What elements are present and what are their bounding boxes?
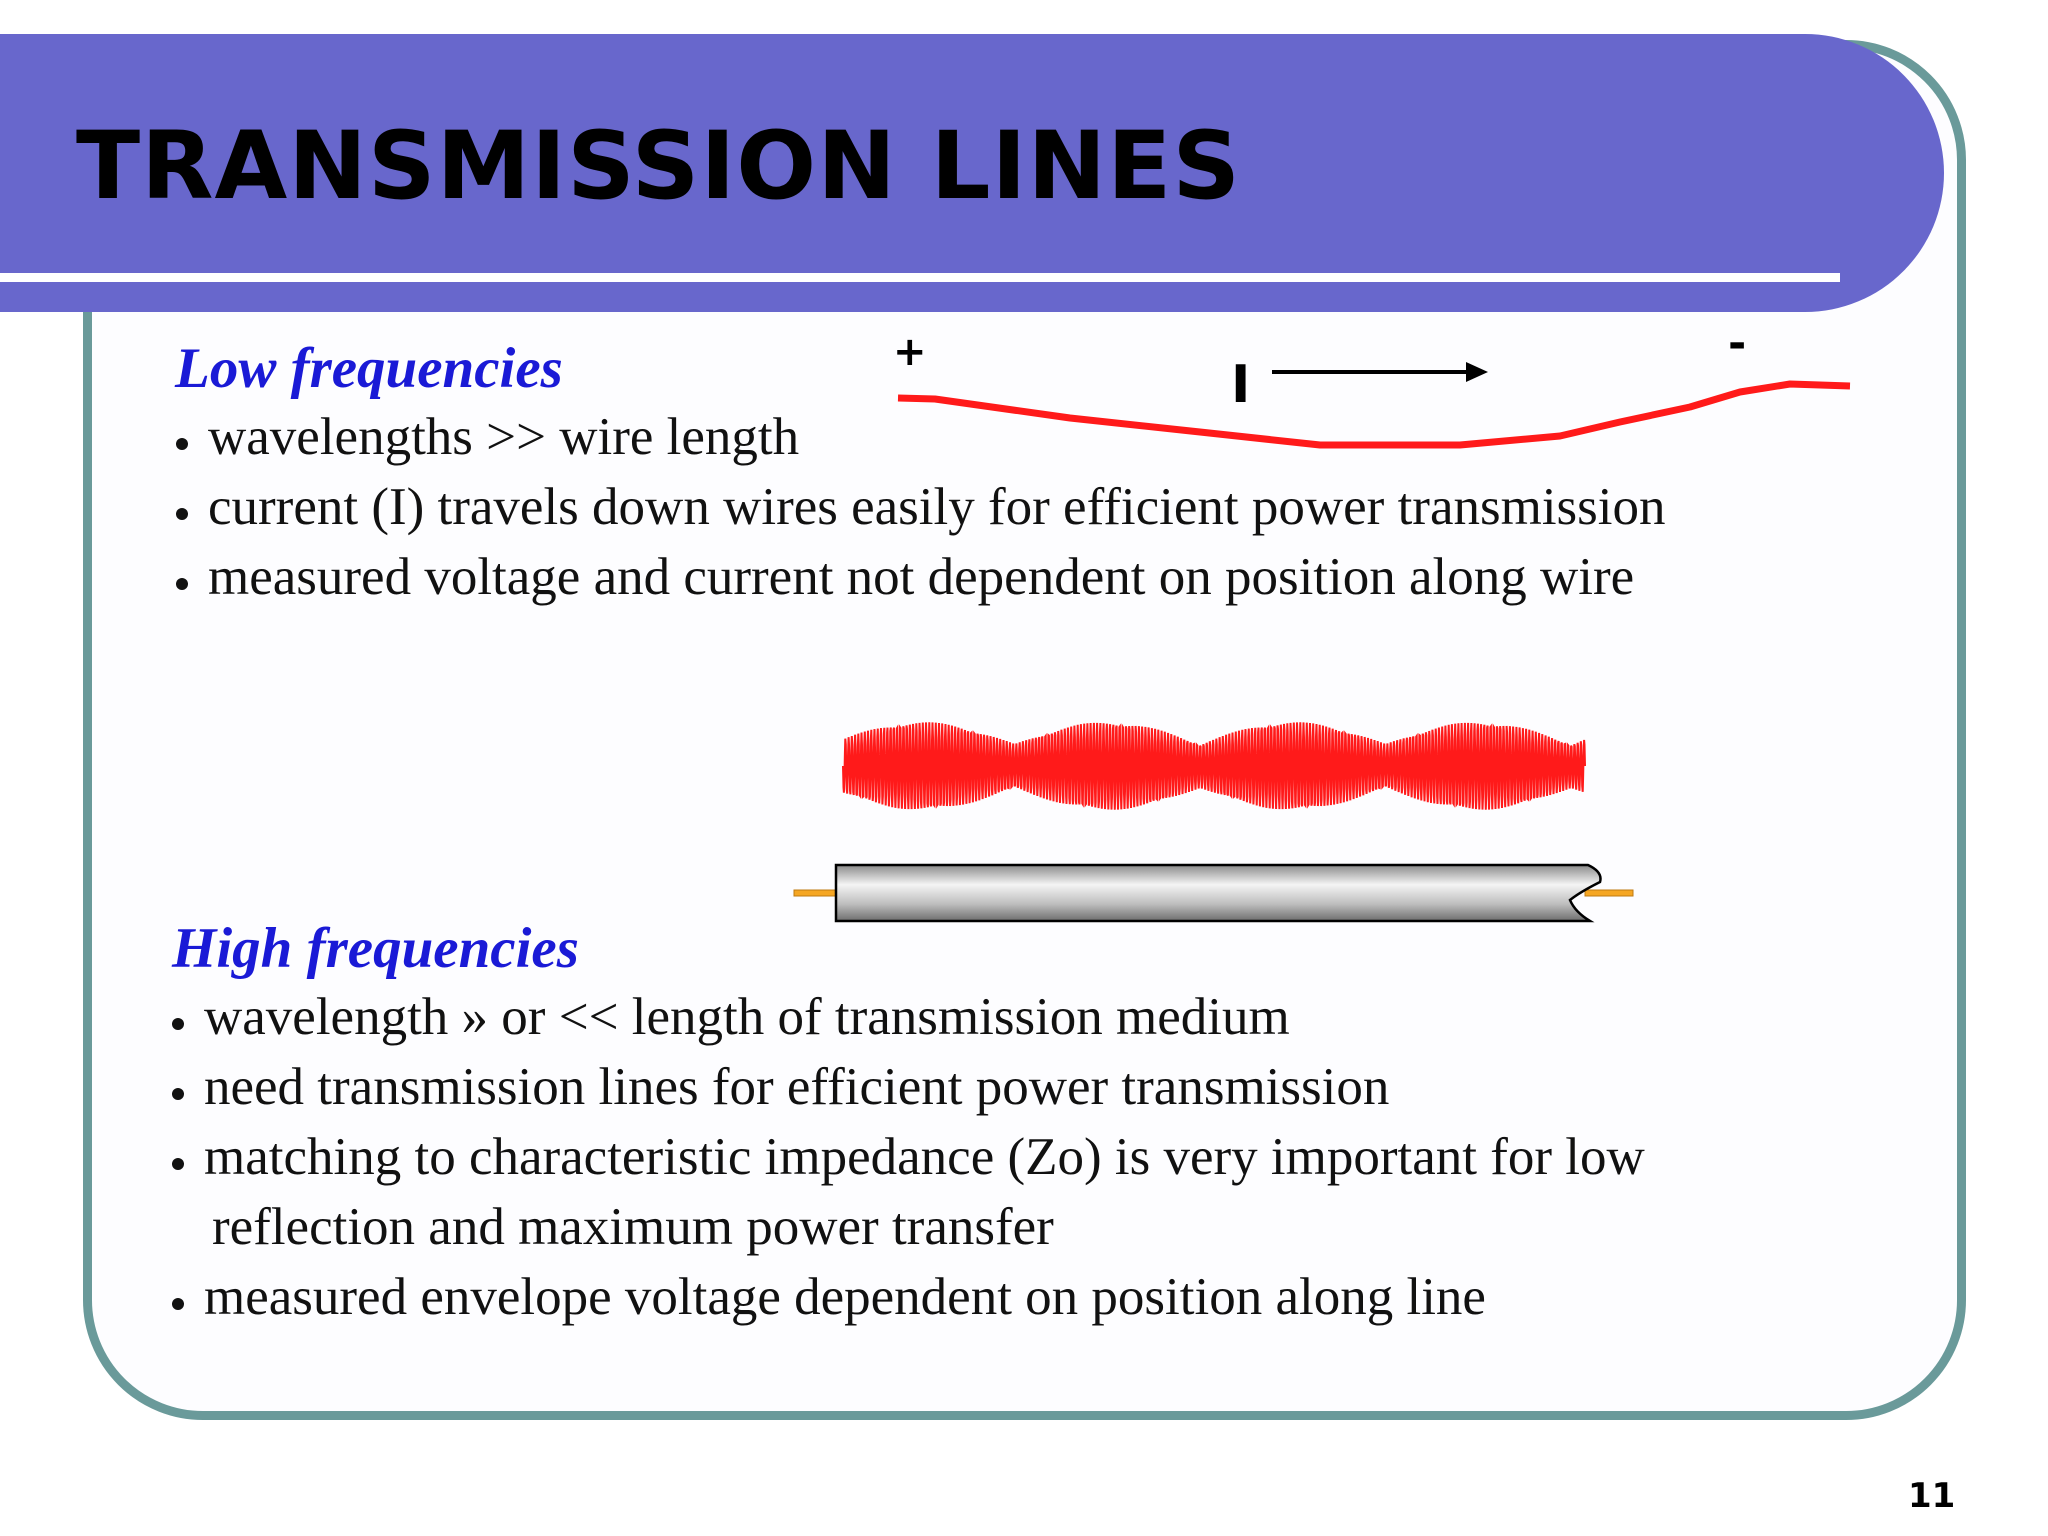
header-divider [0,273,1840,282]
bullet-text-continuation: reflection and maximum power transfer [212,1198,1054,1256]
bullet-text: measured voltage and current not depende… [208,548,1635,606]
bullet-item: need transmission lines for efficient po… [168,1052,1645,1122]
bullet-dot-icon [172,1158,184,1170]
low-frequencies-heading: Low frequencies [175,337,563,400]
bullet-dot-icon [176,578,188,590]
high-frequencies-heading: High frequencies [172,917,579,980]
bullet-item: wavelengths >> wire length [172,402,1666,472]
bullet-dot-icon [172,1018,184,1030]
high-frequencies-bullet-list: wavelength » or << length of transmissio… [168,982,1645,1332]
bullet-item: wavelength » or << length of transmissio… [168,982,1645,1052]
bullet-dot-icon [176,508,188,520]
bullet-text: matching to characteristic impedance (Zo… [204,1128,1645,1186]
bullet-dot-icon [172,1298,184,1310]
bullet-text: wavelength » or << length of transmissio… [204,988,1290,1046]
bullet-item: measured envelope voltage dependent on p… [168,1262,1645,1332]
bullet-item: current (I) travels down wires easily fo… [172,472,1666,542]
page-number: 11 [1908,1476,1956,1516]
bullet-text: wavelengths >> wire length [208,408,800,466]
header-band [0,34,1944,312]
bullet-item: measured voltage and current not depende… [172,542,1666,612]
slide-title: TRANSMISSION LINES [76,112,1242,221]
low-frequencies-bullet-list: wavelengths >> wire length current (I) t… [172,402,1666,612]
bullet-text: measured envelope voltage dependent on p… [204,1268,1486,1326]
bullet-dot-icon [172,1088,184,1100]
bullet-item: matching to characteristic impedance (Zo… [168,1122,1645,1262]
bullet-dot-icon [176,438,188,450]
bullet-text: current (I) travels down wires easily fo… [208,478,1666,536]
bullet-text: need transmission lines for efficient po… [204,1058,1390,1116]
